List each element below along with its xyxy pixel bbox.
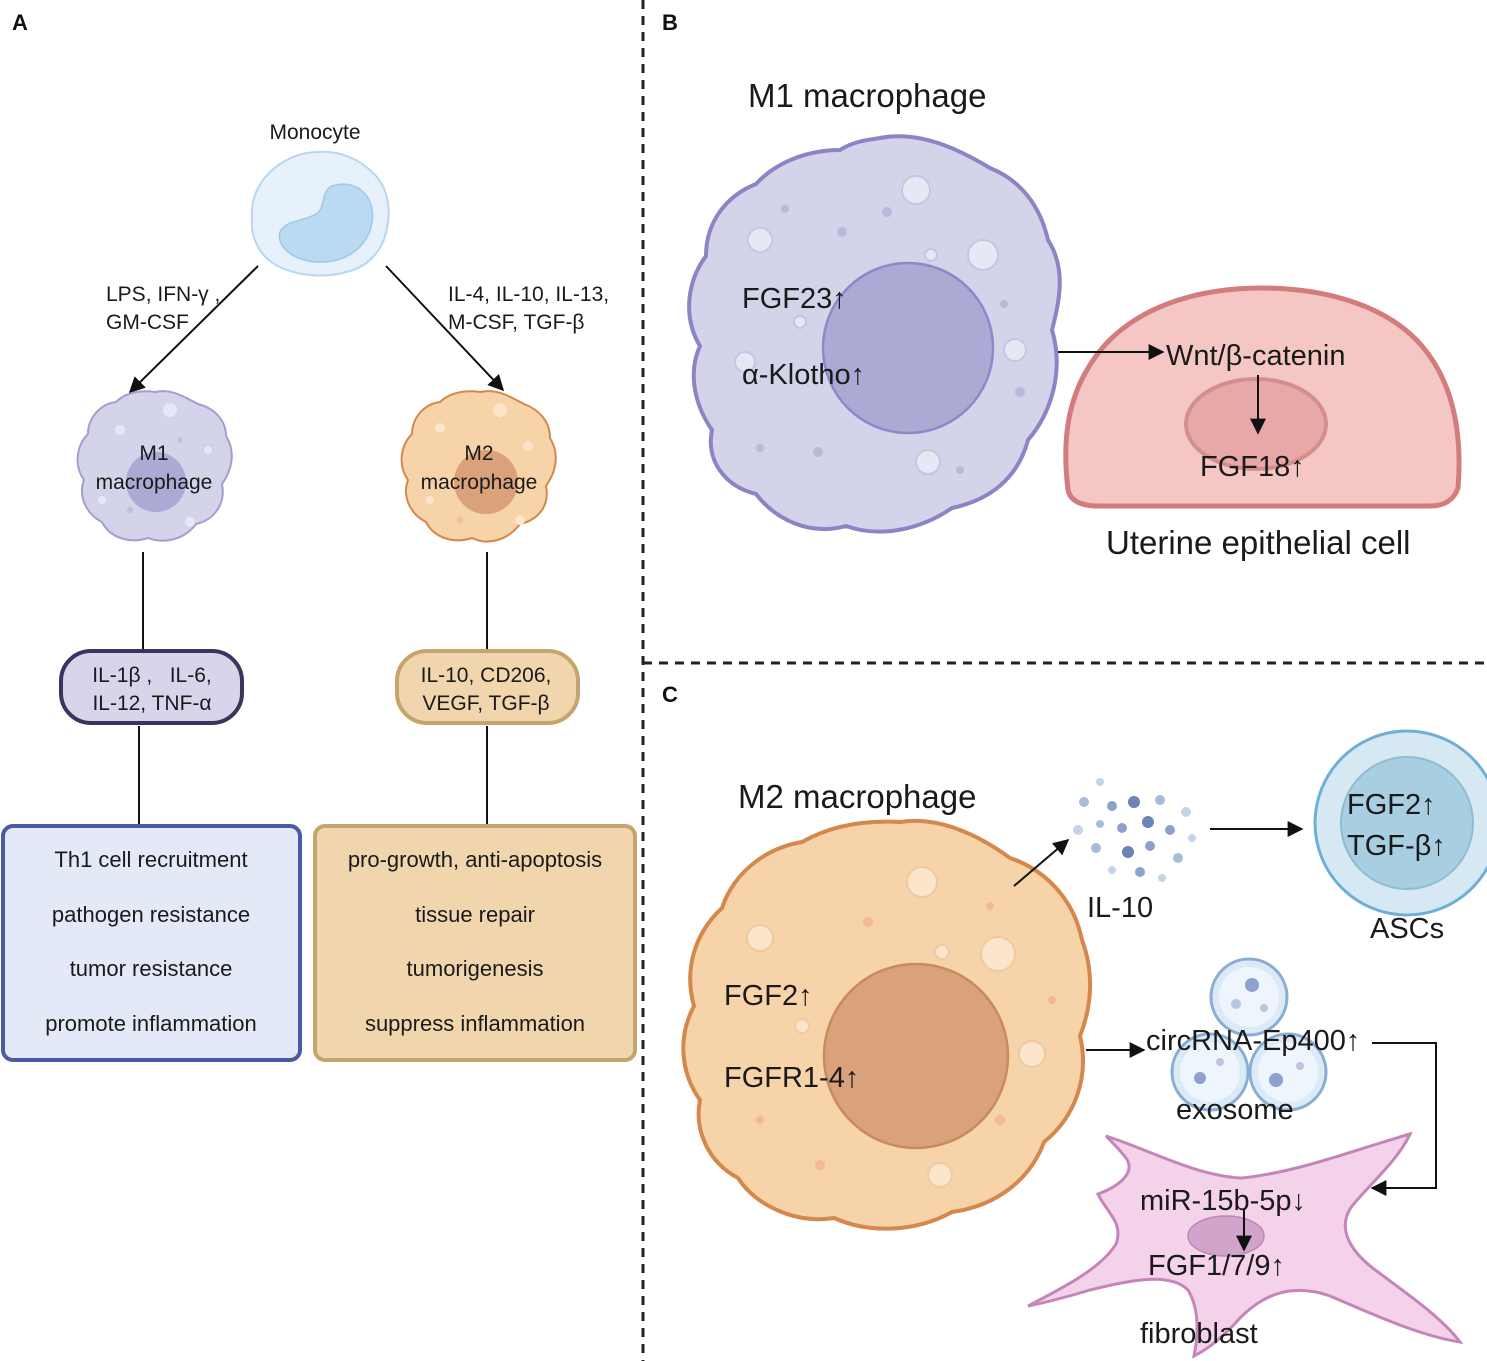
m1-cytokines-line1: IL-1β , IL-6, xyxy=(92,664,211,687)
m1-stimuli-line1: LPS, IFN-γ , xyxy=(106,283,220,306)
m2-macrophage-small xyxy=(400,390,557,543)
c-cell-title: M2 macrophage xyxy=(738,778,976,815)
panel-a-letter: A xyxy=(12,10,28,35)
c-arrow-circrna-to-mirna xyxy=(1370,1042,1437,1196)
m2-small-label-2: macrophage xyxy=(421,471,538,494)
monocyte-cell xyxy=(250,150,390,277)
m1-small-label-2: macrophage xyxy=(96,471,213,494)
m1-function-3: tumor resistance xyxy=(70,956,233,981)
b-m1-macrophage-large xyxy=(687,134,1062,534)
b-marker-fgf23: FGF23↑ xyxy=(742,283,847,315)
b-fgf18-label: FGF18↑ xyxy=(1200,451,1305,483)
c-il10-label: IL-10 xyxy=(1087,892,1153,924)
m2-stimuli-line2: M-CSF, TGF-β xyxy=(448,311,585,334)
c-m2-macrophage-large xyxy=(681,819,1093,1231)
monocyte-label: Monocyte xyxy=(269,121,360,144)
c-fgf-targets-label: FGF1/7/9↑ xyxy=(1148,1250,1285,1282)
panel-c-letter: C xyxy=(662,682,678,707)
c-marker-fgf2: FGF2↑ xyxy=(724,980,813,1012)
c-asc-cell xyxy=(1313,729,1487,917)
m2-small-label-1: M2 xyxy=(464,442,493,465)
m1-function-2: pathogen resistance xyxy=(52,902,250,927)
c-fibroblast-label: fibroblast xyxy=(1140,1318,1258,1350)
c-circrna-label: circRNA-Ep400↑ xyxy=(1146,1025,1360,1057)
m2-function-2: tissue repair xyxy=(415,902,535,927)
m1-function-4: promote inflammation xyxy=(45,1011,257,1036)
c-asc-fgf2: FGF2↑ xyxy=(1347,789,1436,821)
m2-cytokines-pill xyxy=(395,649,580,725)
b-cell-title: M1 macrophage xyxy=(748,77,986,114)
c-asc-tgfb: TGF-β↑ xyxy=(1347,830,1446,862)
b-marker-klotho: α-Klotho↑ xyxy=(742,359,865,391)
c-exosome-vesicles xyxy=(1170,957,1328,1112)
arrow-to-m1 xyxy=(128,265,259,394)
c-arrow-to-il10 xyxy=(1013,838,1070,887)
m2-function-4: suppress inflammation xyxy=(365,1011,585,1036)
m2-cytokines-line1: IL-10, CD206, xyxy=(421,664,552,687)
m2-stimuli-line1: IL-4, IL-10, IL-13, xyxy=(448,283,609,306)
m1-cytokines-pill xyxy=(59,649,244,725)
arrow-to-m2 xyxy=(385,265,505,392)
b-epithelial-label: Uterine epithelial cell xyxy=(1106,524,1411,561)
m2-cytokines-line2: VEGF, TGF-β xyxy=(422,692,549,715)
c-marker-fgfr: FGFR1-4↑ xyxy=(724,1062,859,1094)
m2-function-3: tumorigenesis xyxy=(407,956,544,981)
m1-small-label-1: M1 xyxy=(139,442,168,465)
m1-function-1: Th1 cell recruitment xyxy=(54,847,247,872)
c-exosome-label: exosome xyxy=(1176,1094,1294,1126)
m2-functions-box xyxy=(313,824,637,1062)
m1-functions-box xyxy=(1,824,302,1062)
b-pathway-label: Wnt/β-catenin xyxy=(1166,340,1345,372)
panel-b-letter: B xyxy=(662,10,678,35)
m1-macrophage-small xyxy=(76,390,233,542)
m1-stimuli-line2: GM-CSF xyxy=(106,311,189,334)
c-asc-label: ASCs xyxy=(1370,913,1444,945)
c-mirna-label: miR-15b-5p↓ xyxy=(1140,1185,1306,1217)
b-uterine-epithelial-cell xyxy=(1063,285,1462,509)
m2-function-1: pro-growth, anti-apoptosis xyxy=(348,847,602,872)
m1-cytokines-line2: IL-12, TNF-α xyxy=(92,692,211,715)
c-il10-particles xyxy=(1073,778,1196,882)
